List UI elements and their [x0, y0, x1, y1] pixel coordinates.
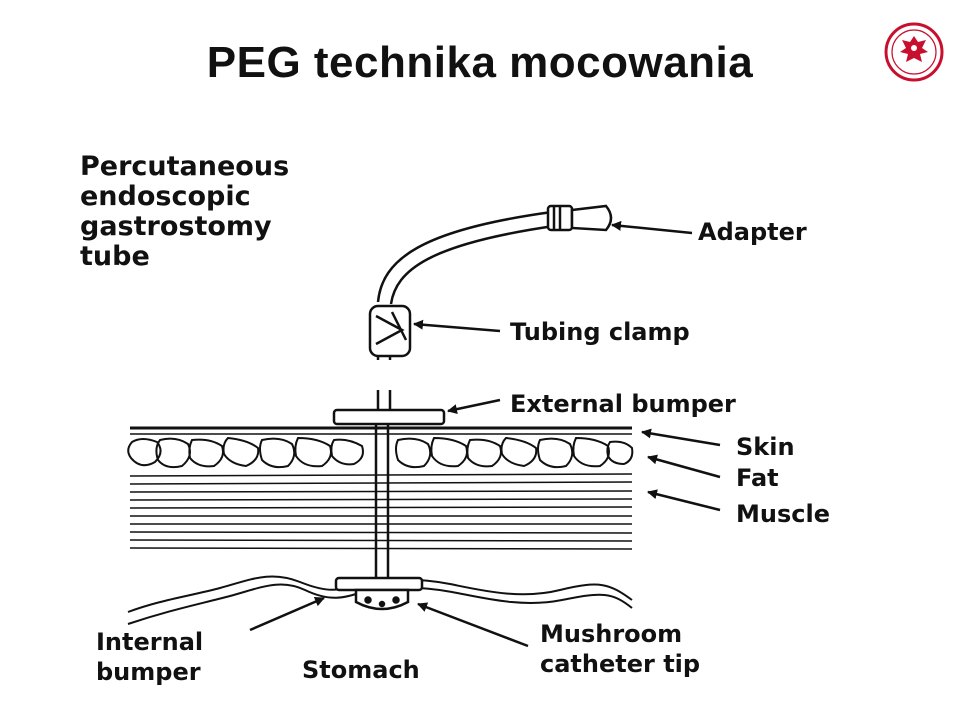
label-muscle: Muscle — [736, 500, 830, 528]
heading-line-4: tube — [80, 241, 150, 272]
heading-line-3: gastrostomy — [80, 211, 272, 242]
external-bumper-pointer — [447, 398, 501, 415]
label-tubing-clamp: Tubing clamp — [510, 318, 690, 346]
label-stomach: Stomach — [302, 656, 420, 684]
label-mushroom-line2: catheter tip — [540, 650, 700, 678]
label-internal-bumper-line2: bumper — [96, 658, 201, 686]
muscle-pointer — [647, 489, 721, 512]
label-mushroom-line1: Mushroom — [540, 620, 682, 648]
internal-bumper-component — [334, 576, 424, 611]
mushroom-tip-pointer — [417, 602, 529, 648]
muscle-layer — [129, 473, 633, 550]
fat-layer — [127, 436, 634, 469]
label-fat: Fat — [736, 464, 779, 492]
adapter-pointer — [611, 220, 693, 235]
adapter-component — [546, 204, 613, 232]
tubing-clamp-component — [368, 304, 412, 358]
skin-pointer — [641, 428, 721, 447]
eagle-seal-icon — [884, 22, 944, 82]
label-skin: Skin — [736, 433, 795, 461]
external-bumper-component — [332, 408, 446, 426]
heading-line-1: Percutaneous — [80, 151, 289, 182]
internal-bumper-pointer — [249, 596, 325, 632]
tubing-clamp-pointer — [413, 319, 501, 333]
label-adapter: Adapter — [698, 218, 807, 246]
label-internal-bumper-line1: Internal — [96, 628, 203, 656]
fat-pointer — [647, 454, 721, 479]
slide-title: PEG technika mocowania — [206, 38, 754, 87]
heading-line-2: endoscopic — [80, 181, 251, 212]
label-external-bumper: External bumper — [510, 390, 736, 418]
skin-layer — [130, 426, 632, 435]
